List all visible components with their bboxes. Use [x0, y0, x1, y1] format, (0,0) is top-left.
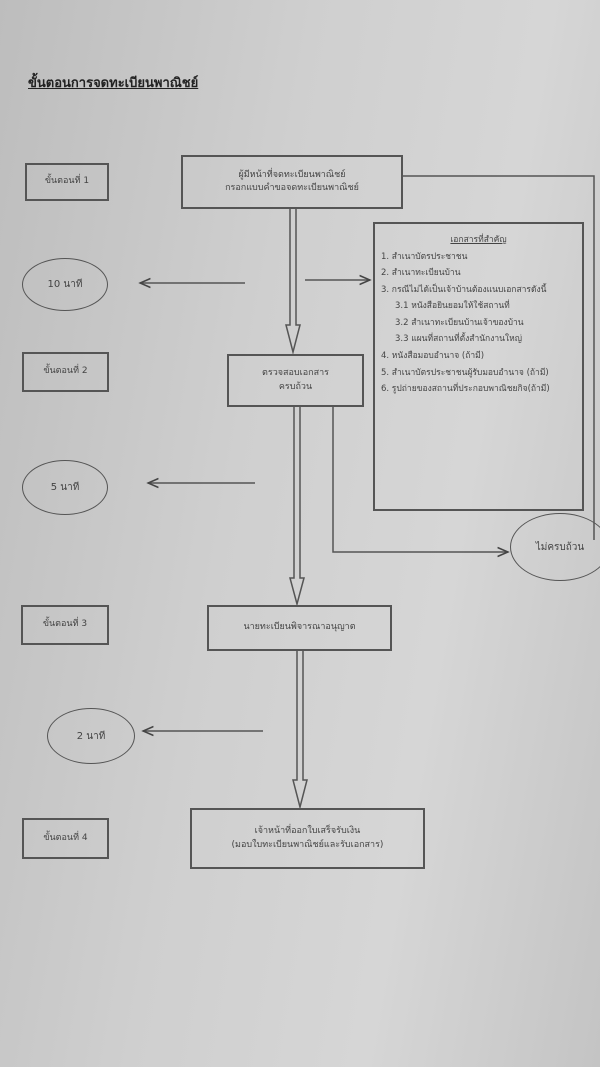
- step-label-text: ขั้นตอนที่ 2: [43, 366, 88, 377]
- time-ellipse-3: 2 นาที: [47, 708, 135, 764]
- time-ellipse-1: 10 นาที: [22, 258, 108, 311]
- step-3-box: นายทะเบียนพิจารณาอนุญาต: [207, 605, 392, 651]
- step-2-line1: ตรวจสอบเอกสาร: [262, 368, 329, 378]
- step-1-box: ผู้มีหน้าที่จดทะเบียนพาณิชย์ กรอกแบบคำขอ…: [181, 155, 403, 209]
- step-4-box: เจ้าหน้าที่ออกใบเสร็จรับเงิน (มอบใบทะเบี…: [190, 808, 425, 869]
- arrow-step3-to-step4: [292, 650, 308, 810]
- step-label-3: ขั้นตอนที่ 3: [21, 605, 109, 645]
- step-label-text: ขั้นตอนที่ 3: [42, 619, 88, 630]
- document-item: 3.3 แผนที่สถานที่ตั้งสำนักงานใหญ่: [395, 334, 522, 345]
- step-1-line2: กรอกแบบคำขอจดทะเบียนพาณิชย์: [225, 183, 359, 193]
- line-step1-right: [403, 175, 595, 540]
- step-label-text: ขั้นตอนที่ 1: [44, 176, 90, 187]
- document-item: 1. สำเนาบัตรประชาชน: [381, 251, 468, 262]
- arrow-step2-to-step3: [289, 406, 305, 607]
- incomplete-text: ไม่ครบถ้วน: [535, 541, 585, 553]
- document-item: 2. สำเนาทะเบียนบ้าน: [381, 268, 461, 279]
- line-to-incomplete: [332, 406, 508, 552]
- step-label-1: ขั้นตอนที่ 1: [25, 163, 109, 201]
- time-text: 2 นาที: [76, 730, 106, 742]
- time-text: 10 นาที: [47, 279, 83, 290]
- document-item: 3.2 สำเนาทะเบียนบ้านเจ้าของบ้าน: [395, 317, 524, 328]
- time-text: 5 นาที: [50, 482, 80, 493]
- document-item: 5. สำเนาบัตรประชาชนผู้รับมอบอำนาจ (ถ้ามี…: [381, 367, 549, 378]
- step-label-2: ขั้นตอนที่ 2: [22, 352, 109, 392]
- step-1-line1: ผู้มีหน้าที่จดทะเบียนพาณิชย์: [238, 169, 346, 180]
- incomplete-ellipse: ไม่ครบถ้วน: [510, 513, 600, 581]
- document-item: 4. หนังสือมอบอำนาจ (ถ้ามี): [381, 350, 485, 361]
- document-item: 3.1 หนังสือยินยอมให้ใช้สถานที่: [395, 301, 510, 312]
- time-ellipse-2: 5 นาที: [22, 460, 108, 515]
- arrow-step1-to-step2: [285, 208, 301, 355]
- step-label-4: ขั้นตอนที่ 4: [22, 818, 109, 859]
- documents-heading: เอกสารที่สำคัญ: [450, 235, 507, 245]
- page-title: ขั้นตอนการจดทะเบียนพาณิชย์: [28, 76, 199, 91]
- step-2-line2: ครบถ้วน: [278, 381, 313, 392]
- step-3-line1: นายทะเบียนพิจารณาอนุญาต: [243, 622, 356, 633]
- required-documents-box: เอกสารที่สำคัญ 1. สำเนาบัตรประชาชน 2. สำ…: [373, 222, 584, 511]
- step-4-line1: เจ้าหน้าที่ออกใบเสร็จรับเงิน: [254, 826, 361, 836]
- step-2-box: ตรวจสอบเอกสาร ครบถ้วน: [227, 354, 364, 407]
- step-4-line2: (มอบใบทะเบียนพาณิชย์และรับเอกสาร): [231, 839, 384, 850]
- step-label-text: ขั้นตอนที่ 4: [43, 832, 88, 843]
- document-item: 6. รูปถ่ายของสถานที่ประกอบพาณิชยกิจ(ถ้าม…: [381, 384, 550, 395]
- document-item: 3. กรณีไม่ได้เป็นเจ้าบ้านต้องแนบเอกสารดั…: [381, 284, 547, 295]
